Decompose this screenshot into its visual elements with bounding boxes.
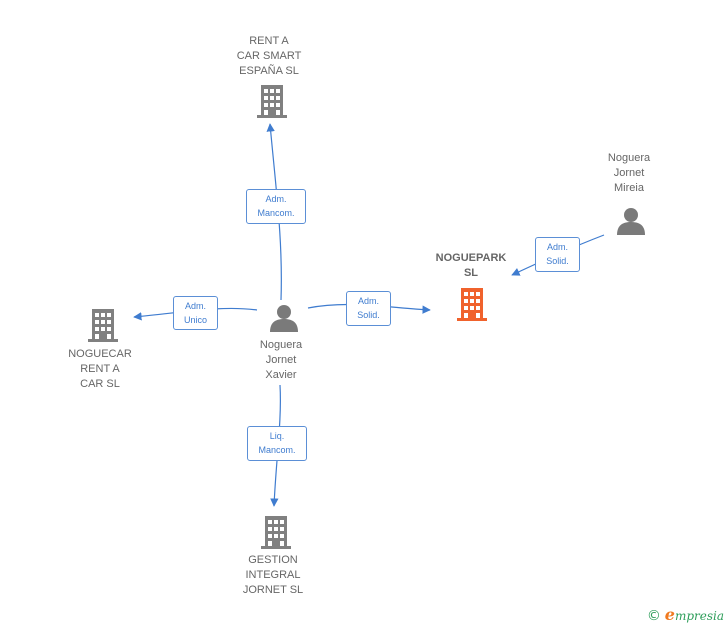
company-label-rent-a-car-smart[interactable]: RENT A CAR SMART ESPAÑA SL — [236, 35, 302, 77]
company-label-noguepark[interactable]: NOGUEPARK SL — [435, 252, 507, 279]
role-box-liq-mancom: Liq. Mancom. — [247, 426, 307, 461]
brand-initial: e — [664, 605, 675, 624]
role-box-adm-solid: Adm. Solid. — [535, 237, 580, 272]
building-icon[interactable] — [257, 85, 287, 118]
building-icon[interactable] — [88, 309, 118, 342]
focus-building-icon[interactable] — [457, 288, 487, 321]
company-label-noguecar[interactable]: NOGUECAR RENT A CAR SL — [68, 348, 132, 390]
role-box-adm-unico: Adm. Unico — [173, 296, 218, 330]
building-icon[interactable] — [261, 516, 291, 549]
copyright-symbol: © — [646, 608, 661, 624]
person-label-xavier[interactable]: Noguera Jornet Xavier — [259, 339, 303, 381]
person-icon[interactable] — [617, 208, 645, 235]
person-icon[interactable] — [270, 305, 298, 332]
person-label-mireia[interactable]: Noguera Jornet Mireia — [607, 152, 651, 194]
company-label-gestion-integral[interactable]: GESTION INTEGRAL JORNET SL — [242, 554, 304, 596]
empresia-brand[interactable]: © empresia — [647, 605, 724, 624]
role-box-adm-solid: Adm. Solid. — [346, 291, 391, 326]
role-box-adm-mancom: Adm. Mancom. — [246, 189, 306, 224]
brand-name: mpresia — [674, 609, 724, 623]
